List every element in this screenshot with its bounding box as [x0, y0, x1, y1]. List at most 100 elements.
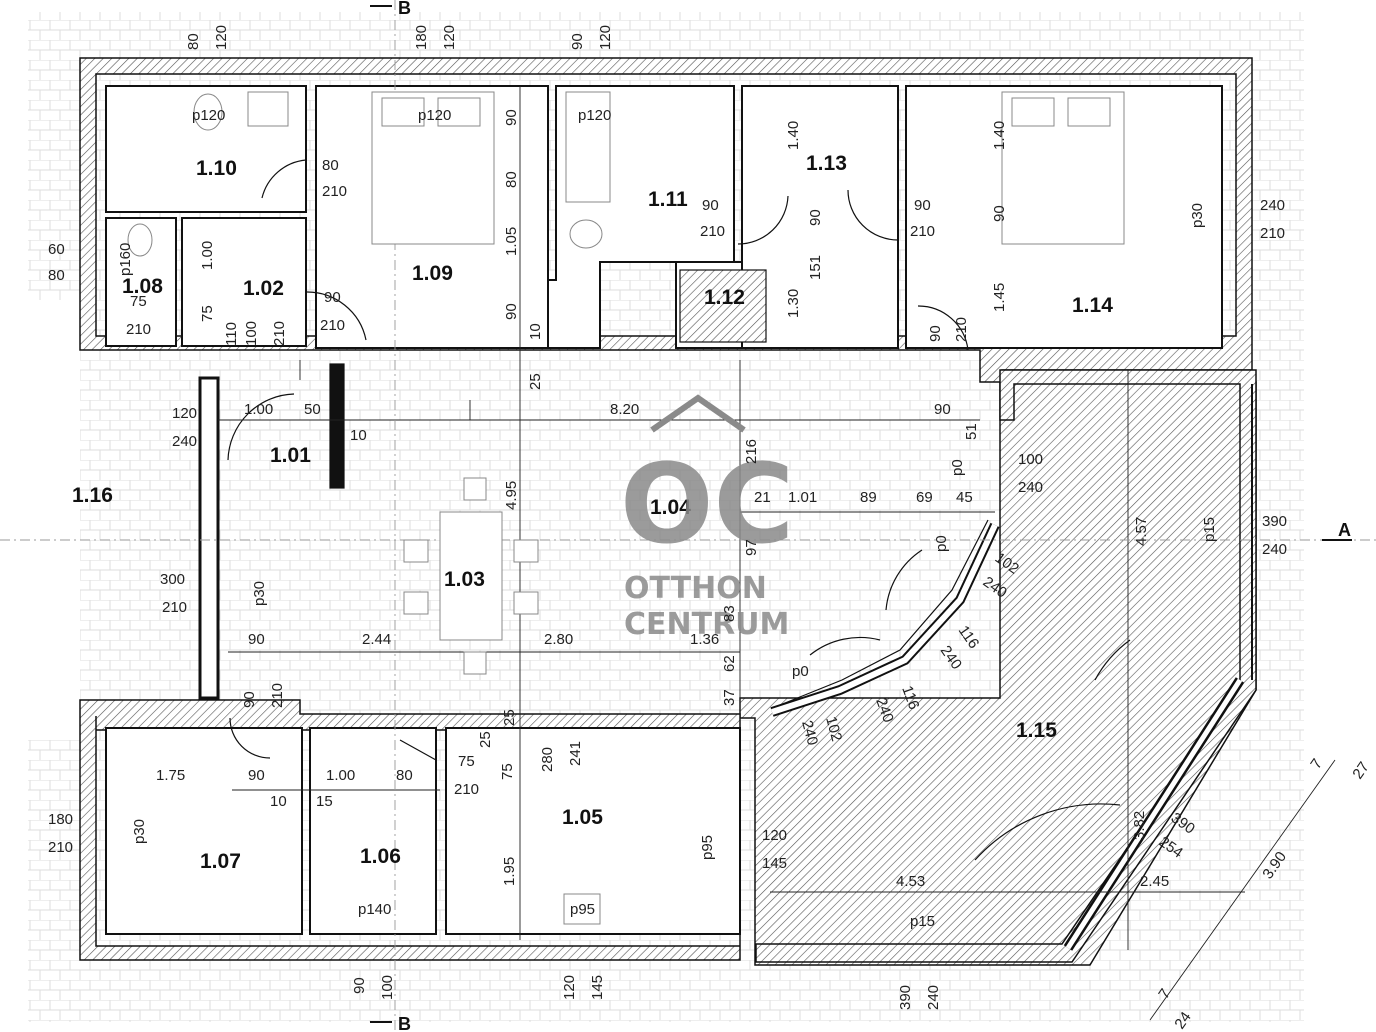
dim-label: 4.57: [1133, 517, 1150, 546]
dim-label: 280: [539, 747, 556, 772]
dim-label: 80: [48, 267, 65, 284]
dim-label: 8.20: [610, 401, 639, 418]
room-1-07: 1.07: [200, 850, 241, 873]
dim-label: 210: [953, 317, 970, 342]
dim-label: 60: [48, 241, 65, 258]
dim-label: 90: [927, 325, 944, 342]
dim-label: p0: [949, 459, 966, 476]
dim-label: 210: [700, 223, 725, 240]
dim-label: 10: [270, 793, 287, 810]
dim-label: 90: [807, 209, 824, 226]
dim-label: 1.30: [785, 289, 802, 318]
section-b-top: B: [398, 0, 411, 18]
dim-label: 75: [458, 753, 475, 770]
dim-label: 1.45: [991, 283, 1008, 312]
dim-label: 97: [743, 539, 760, 556]
watermark-line1: OTTHON: [624, 571, 767, 606]
dimension-labels: 80 120 180 120 90 120 p120 p120 p120 80 …: [48, 25, 1373, 1032]
room-1-02: 1.02: [243, 277, 284, 300]
dim-label: 75: [199, 305, 216, 322]
dim-label: 102: [822, 715, 845, 744]
dim-label: 4.53: [896, 873, 925, 890]
dim-label: 15: [316, 793, 333, 810]
bathroom-fixtures: [127, 91, 611, 925]
dim-label: 7: [1307, 756, 1326, 773]
dim-label: 210: [454, 781, 479, 798]
dim-label: 80: [396, 767, 413, 784]
room-1-06: 1.06: [360, 845, 401, 868]
dim-label: 75: [130, 293, 147, 310]
dim-label: 90: [569, 33, 586, 50]
dim-label: 90: [324, 289, 341, 306]
dim-label: 241: [567, 741, 584, 766]
dim-label: 1.05: [503, 227, 520, 256]
dim-label: 90: [702, 197, 719, 214]
dim-label: 3.82: [1131, 811, 1148, 840]
dim-label: p0: [933, 535, 950, 552]
dim-label: 90: [248, 767, 265, 784]
dim-label: 1.00: [326, 767, 355, 784]
dim-label: 210: [910, 223, 935, 240]
room-1-09: 1.09: [412, 262, 453, 285]
dim-label: 100: [243, 321, 260, 346]
dim-label: 240: [798, 719, 821, 748]
dim-label: 80: [503, 171, 520, 188]
dim-label: 90: [934, 401, 951, 418]
dim-label: 1.40: [785, 121, 802, 150]
dim-label: p95: [570, 901, 595, 918]
dining-table: [403, 477, 539, 675]
dim-label: p30: [251, 581, 268, 606]
dim-label: 120: [762, 827, 787, 844]
dim-label: 120: [441, 25, 458, 50]
dim-label: 2.44: [362, 631, 391, 648]
room-1-11: 1.11: [648, 188, 688, 211]
dim-label: 120: [597, 25, 614, 50]
room-1-04: 1.04: [650, 496, 691, 519]
room-1-15: 1.15: [1016, 719, 1057, 742]
curved-window-wall: [770, 519, 1000, 717]
dim-label: p15: [910, 913, 935, 930]
room-1-03: 1.03: [444, 568, 485, 591]
dim-label: p15: [1201, 517, 1218, 542]
dim-label: p140: [358, 901, 391, 918]
dim-label: 240: [1260, 197, 1285, 214]
dim-label: 90: [503, 109, 520, 126]
dim-label: 240: [925, 985, 942, 1010]
room-1-16: 1.16: [72, 484, 113, 507]
dim-label: 25: [477, 731, 494, 748]
dim-label: 90: [248, 631, 265, 648]
dim-label: 120: [172, 405, 197, 422]
dim-label: 51: [963, 423, 980, 440]
room-labels: 1.10 1.08 1.02 1.09 1.11 1.13 1.12 1.14 …: [72, 152, 1113, 873]
dim-label: 210: [48, 839, 73, 856]
dim-label: 90: [914, 197, 931, 214]
dimension-lines: [218, 86, 1336, 1021]
dim-label: 145: [762, 855, 787, 872]
dim-label: 80: [322, 157, 339, 174]
section-marks: B B A: [398, 0, 1351, 1032]
dim-label: 90: [351, 977, 368, 994]
dim-label: 90: [991, 205, 1008, 222]
dim-label: 75: [499, 763, 516, 780]
dim-label: 120: [213, 25, 230, 50]
dim-label: 25: [501, 709, 518, 726]
dim-label: 45: [956, 489, 973, 506]
dim-label: 37: [721, 689, 738, 706]
exterior-walls: [79, 57, 1257, 966]
dim-label: 100: [1018, 451, 1043, 468]
room-1-12: 1.12: [704, 286, 745, 309]
section-b-bottom: B: [398, 1014, 411, 1032]
room-1-01: 1.01: [270, 444, 311, 467]
dim-label: 69: [916, 489, 933, 506]
dim-label: 120: [561, 975, 578, 1000]
watermark-roof-icon: [650, 394, 746, 433]
room-1-05: 1.05: [562, 806, 603, 829]
dim-label: 62: [721, 655, 738, 672]
dim-label: 390: [897, 985, 914, 1010]
dim-label: 1.36: [690, 631, 719, 648]
dim-label: 25: [527, 373, 544, 390]
dim-label: 1.40: [991, 121, 1008, 150]
dim-label: 90: [241, 691, 258, 708]
